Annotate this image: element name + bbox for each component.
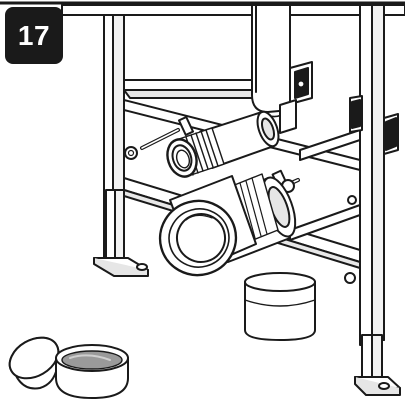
step-number: 17	[17, 19, 51, 51]
wall-bracket-upper	[289, 61, 313, 105]
step-number-badge: 17	[5, 7, 63, 64]
frame-top-bar	[61, 4, 405, 16]
toilet-connector-flange	[158, 175, 257, 277]
lubricant-tub-icon	[55, 344, 129, 399]
frame-right-upright	[354, 4, 401, 396]
frame-left-upright	[93, 14, 149, 277]
water-supply-pipe	[166, 110, 280, 178]
vertical-pipe	[251, 4, 297, 134]
lubricant-lid-icon	[8, 336, 60, 390]
wall-bracket-right	[349, 95, 399, 155]
drain-bend	[244, 272, 316, 341]
frame-bolts	[124, 146, 357, 284]
